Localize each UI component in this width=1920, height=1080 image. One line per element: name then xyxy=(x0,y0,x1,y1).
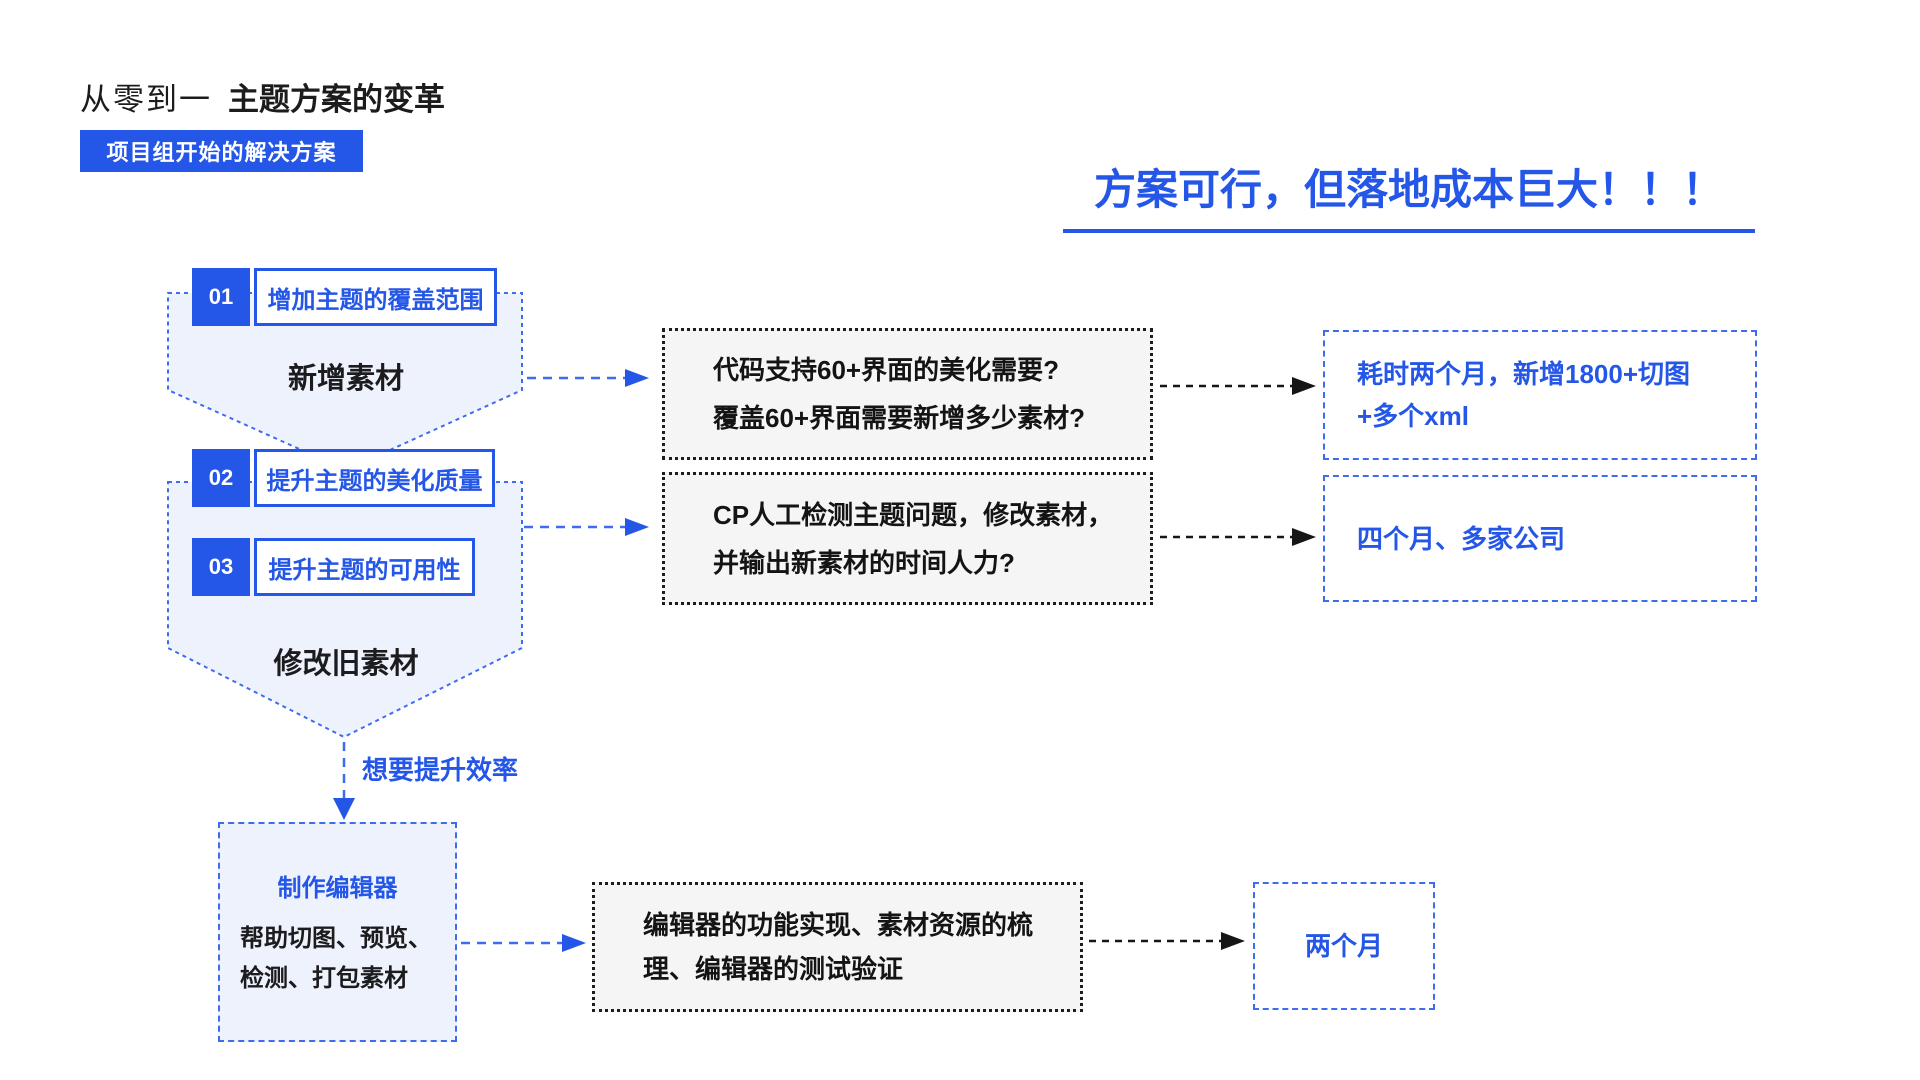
funnel-shape-new-assets xyxy=(167,292,523,472)
funnel-shape-old-assets xyxy=(167,481,523,739)
step-number-02: 02 xyxy=(192,449,250,507)
step-label-02: 提升主题的美化质量 xyxy=(254,449,495,507)
question-box-1: 代码支持60+界面的美化需要? 覆盖60+界面需要新增多少素材? xyxy=(662,328,1153,460)
editor-box-title: 制作编辑器 xyxy=(277,875,398,902)
arrowhead-down xyxy=(333,798,355,820)
question-box-2: CP人工检测主题问题，修改素材， 并输出新素材的时间人力? xyxy=(662,472,1153,605)
page-title: 从零到一主题方案的变革 xyxy=(80,74,445,119)
result-box-1: 耗时两个月，新增1800+切图 +多个xml xyxy=(1323,330,1757,460)
page-title-prefix: 从零到一 xyxy=(80,82,212,117)
transition-label: 想要提升效率 xyxy=(362,755,519,785)
editor-box-body: 帮助切图、预览、 检测、打包素材 xyxy=(240,925,432,992)
arrowhead-question2 xyxy=(625,518,649,536)
arrowhead-result1 xyxy=(1292,377,1316,395)
caption-new-assets: 新增素材 xyxy=(287,363,404,395)
page-title-main: 主题方案的变革 xyxy=(228,82,445,117)
arrowhead-question3 xyxy=(562,934,586,952)
solution-badge: 项目组开始的解决方案 xyxy=(80,130,363,172)
arrowhead-result2 xyxy=(1292,528,1316,546)
step-number-01: 01 xyxy=(192,268,250,326)
arrowhead-question1 xyxy=(625,369,649,387)
editor-box: 制作编辑器 帮助切图、预览、 检测、打包素材 xyxy=(218,822,457,1042)
step-number-03: 03 xyxy=(192,538,250,596)
step-label-03: 提升主题的可用性 xyxy=(254,538,475,596)
result-box-2: 四个月、多家公司 xyxy=(1323,475,1757,602)
conclusion-headline: 方案可行，但落地成本巨大！！！ xyxy=(1063,156,1755,233)
caption-old-assets: 修改旧素材 xyxy=(273,648,419,680)
arrowhead-result3 xyxy=(1221,932,1245,950)
result-box-3: 两个月 xyxy=(1253,882,1435,1010)
step-label-01: 增加主题的覆盖范围 xyxy=(254,268,497,326)
question-box-3: 编辑器的功能实现、素材资源的梳 理、编辑器的测试验证 xyxy=(592,882,1083,1012)
